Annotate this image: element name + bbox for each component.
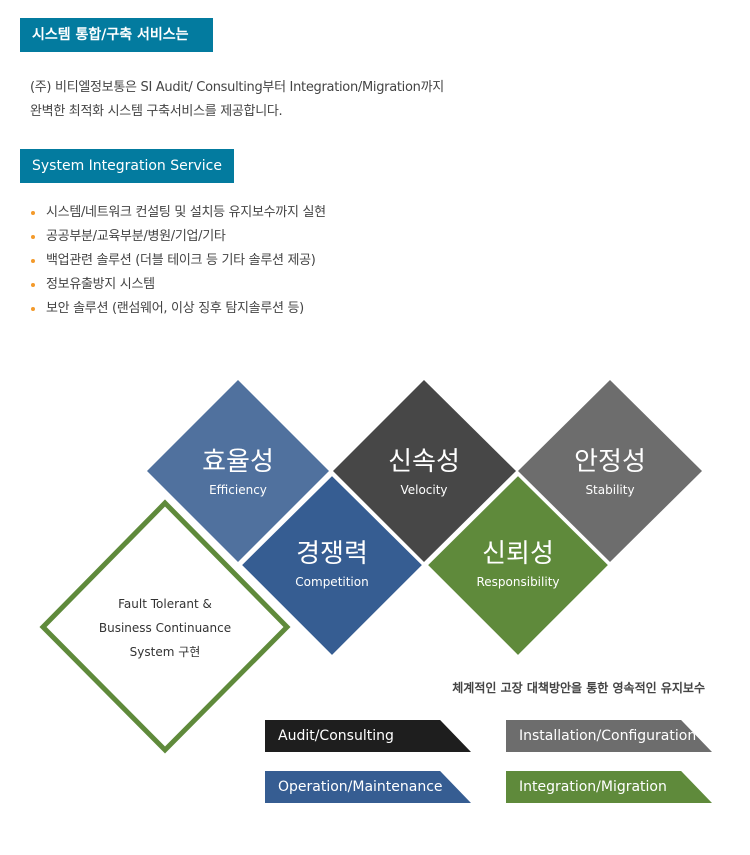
bullet-icon	[31, 235, 35, 239]
list-item: 시스템/네트워크 컨설팅 및 설치등 유지보수까지 실현	[30, 201, 326, 225]
intro-line: (주) 비티엘정보통은 SI Audit/ Consulting부터 Integ…	[30, 80, 444, 95]
label-en: Competition	[295, 575, 369, 589]
list-item-text: 보안 솔루션 (랜섬웨어, 이상 징후 탐지솔루션 등)	[46, 301, 304, 316]
list-item: 백업관련 솔루션 (더블 테이크 등 기타 솔루션 제공)	[30, 249, 326, 273]
bullet-icon	[31, 307, 35, 311]
diamond-efficiency	[147, 380, 329, 562]
tag-installation-configuration: Installation/Configuration	[506, 720, 712, 752]
tagline: 체계적인 고장 대책방안을 통한 영속적인 유지보수	[452, 681, 705, 695]
list-item: 보안 솔루션 (랜섬웨어, 이상 징후 탐지솔루션 등)	[30, 297, 326, 321]
stability-label: 안정성 Stability	[518, 446, 702, 498]
service-list: 시스템/네트워크 컨설팅 및 설치등 유지보수까지 실현 공공부분/교육부분/병…	[30, 201, 326, 321]
list-item: 공공부분/교육부분/병원/기업/기타	[30, 225, 326, 249]
diamond-competition	[237, 471, 427, 660]
label-en: Responsibility	[476, 575, 560, 589]
list-item-text: 시스템/네트워크 컨설팅 및 설치등 유지보수까지 실현	[46, 205, 326, 220]
label-en: Efficiency	[209, 483, 267, 497]
list-item-text: 정보유출방지 시스템	[46, 277, 155, 292]
label-ko: 안정성	[574, 447, 646, 477]
fault-line: System 구현	[129, 645, 201, 659]
bullet-icon	[31, 259, 35, 263]
intro-line: 완벽한 최적화 시스템 구축서비스를 제공합니다.	[30, 104, 283, 119]
list-item: 정보유출방지 시스템	[30, 273, 326, 297]
bullet-icon	[31, 211, 35, 215]
diamond-stability	[518, 380, 702, 562]
bullet-icon	[31, 283, 35, 287]
intro-text: (주) 비티엘정보통은 SI Audit/ Consulting부터 Integ…	[30, 76, 444, 124]
responsibility-label: 신뢰성 Responsibility	[426, 538, 610, 590]
label-en: Velocity	[400, 483, 448, 497]
tag-audit-consulting: Audit/Consulting	[265, 720, 471, 752]
fault-line: Business Continuance	[98, 621, 232, 635]
label-ko: 신뢰성	[482, 539, 554, 569]
label-ko: 경쟁력	[296, 539, 368, 569]
competition-label: 경쟁력 Competition	[240, 538, 424, 590]
section-header-integration: 시스템 통합/구축 서비스는	[20, 18, 213, 52]
fault-tolerant-text: Fault Tolerant & Business Continuance Sy…	[65, 592, 265, 664]
diamond-responsibility	[423, 471, 613, 660]
list-item-text: 공공부분/교육부분/병원/기업/기타	[46, 229, 226, 244]
list-item-text: 백업관련 솔루션 (더블 테이크 등 기타 솔루션 제공)	[46, 253, 316, 268]
diamond-velocity	[333, 380, 516, 562]
fault-line: Fault Tolerant &	[118, 597, 212, 611]
label-en: Stability	[585, 483, 635, 497]
label-ko: 신속성	[388, 447, 460, 477]
fault-tolerant-diamond	[39, 499, 291, 754]
tag-integration-migration: Integration/Migration	[506, 771, 712, 803]
section-header-si-service: System Integration Service	[20, 149, 234, 183]
velocity-label: 신속성 Velocity	[332, 446, 516, 498]
efficiency-label: 효율성 Efficiency	[146, 446, 330, 498]
tag-operation-maintenance: Operation/Maintenance	[265, 771, 471, 803]
label-ko: 효율성	[202, 447, 274, 477]
